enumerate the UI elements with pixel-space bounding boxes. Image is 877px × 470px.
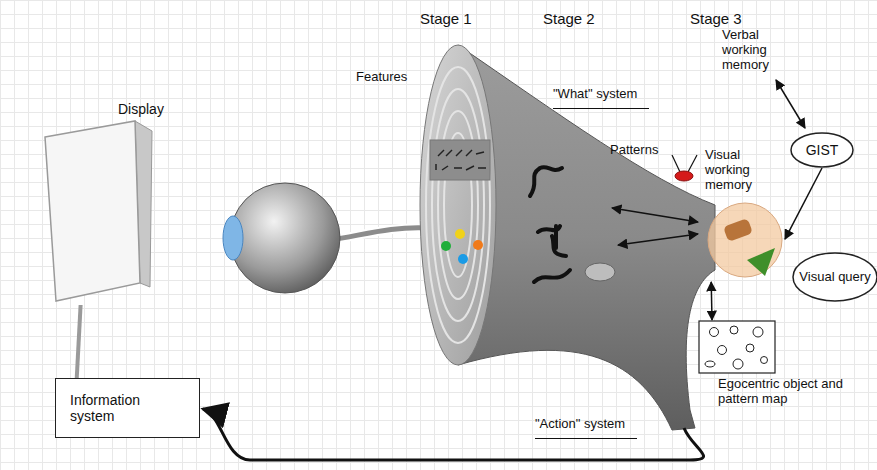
map-object	[761, 357, 768, 364]
map-object	[746, 344, 754, 352]
ellipse-outline	[791, 133, 853, 167]
node-text: Information system	[70, 392, 185, 424]
pattern-blob	[585, 263, 615, 281]
information-system-box: Information system	[55, 378, 200, 438]
feature-strokes	[466, 166, 474, 170]
feature-strokes	[478, 167, 486, 169]
optic-nerve	[330, 228, 428, 240]
memory-object	[747, 248, 775, 276]
memory-sphere	[708, 203, 782, 277]
map-frame	[699, 321, 775, 373]
memory-arrow	[776, 80, 805, 128]
feature-strokes	[456, 150, 462, 156]
eyeball	[230, 183, 340, 293]
memory-connector	[710, 282, 712, 320]
feature-strokes	[476, 152, 484, 154]
egocentric-map: Egocentric object and pattern map	[698, 320, 873, 409]
feature-disc	[420, 45, 496, 365]
node-text: Visual working memory	[705, 148, 783, 193]
feature-patch	[430, 140, 490, 180]
system-label-wrap: "Action" system	[535, 414, 637, 439]
memory-connector	[785, 168, 822, 239]
map-object	[718, 346, 727, 355]
system-label: "Action" system	[535, 417, 637, 439]
feature-dot	[441, 241, 451, 251]
feature-strokes	[466, 150, 472, 156]
system-label-wrap: "What" system	[553, 84, 649, 109]
features-label-wrap: Features	[356, 70, 407, 85]
pattern-arrow	[612, 208, 698, 222]
pattern-pin	[675, 171, 693, 181]
stage-label: Stage 2	[543, 10, 595, 27]
memory-label-wrap: Verbal working memory	[722, 28, 790, 73]
monitor-screen	[45, 121, 140, 301]
pattern-pin	[688, 155, 697, 172]
visual-working-memory: Visual working memory	[703, 148, 785, 282]
gist-ellipse: GIST	[790, 132, 854, 168]
pattern-squiggle	[538, 226, 566, 256]
stage-label-wrap: Stage 2	[543, 10, 595, 27]
feature-dot	[473, 240, 483, 250]
memory-object	[723, 218, 753, 242]
optic-nerve	[330, 228, 428, 240]
map-object	[733, 359, 743, 369]
pattern-pin	[672, 155, 680, 172]
cornea	[223, 216, 243, 260]
feature-strokes	[446, 150, 452, 156]
disc-ring	[432, 89, 484, 321]
map-object	[753, 327, 763, 337]
map-object	[710, 328, 719, 337]
node-text: Visual query	[799, 270, 870, 285]
disc-ring	[444, 133, 472, 277]
feature-dot	[455, 229, 465, 239]
feature-strokes	[438, 150, 444, 156]
memory-label: Verbal working memory	[722, 28, 790, 73]
pattern-squiggle	[530, 167, 562, 196]
disc-ring	[426, 67, 490, 343]
system-label: "What" system	[553, 87, 649, 109]
features-label: Features	[356, 70, 407, 85]
stage-label: Stage 1	[420, 10, 472, 27]
ellipse-outline	[793, 253, 877, 301]
visual-query-ellipse: Visual query	[792, 252, 877, 302]
action-line	[203, 409, 704, 460]
map-object	[730, 326, 738, 334]
stage-label-wrap: Stage 3	[690, 10, 742, 27]
disc-ring	[438, 111, 478, 299]
patterns-label-wrap: Patterns	[610, 143, 658, 158]
patterns-label: Patterns	[610, 143, 658, 158]
stage-label-wrap: Stage 1	[420, 10, 472, 27]
map-object	[705, 361, 715, 367]
pattern-squiggle	[534, 270, 570, 282]
funnel-cone	[458, 45, 715, 430]
feature-strokes	[442, 166, 448, 170]
node-text: Egocentric object and pattern map	[718, 377, 873, 407]
node-text: GIST	[806, 142, 839, 158]
node-text: Display	[118, 101, 180, 117]
stage-label: Stage 3	[690, 10, 742, 27]
pattern-arrow	[618, 234, 698, 245]
display-monitor: Display	[40, 95, 180, 305]
feature-strokes	[436, 150, 486, 170]
feature-strokes	[435, 164, 437, 170]
display-monitor-outline	[40, 95, 180, 305]
feature-dot	[458, 254, 468, 264]
feature-strokes	[454, 167, 462, 169]
display-cable	[77, 305, 81, 378]
